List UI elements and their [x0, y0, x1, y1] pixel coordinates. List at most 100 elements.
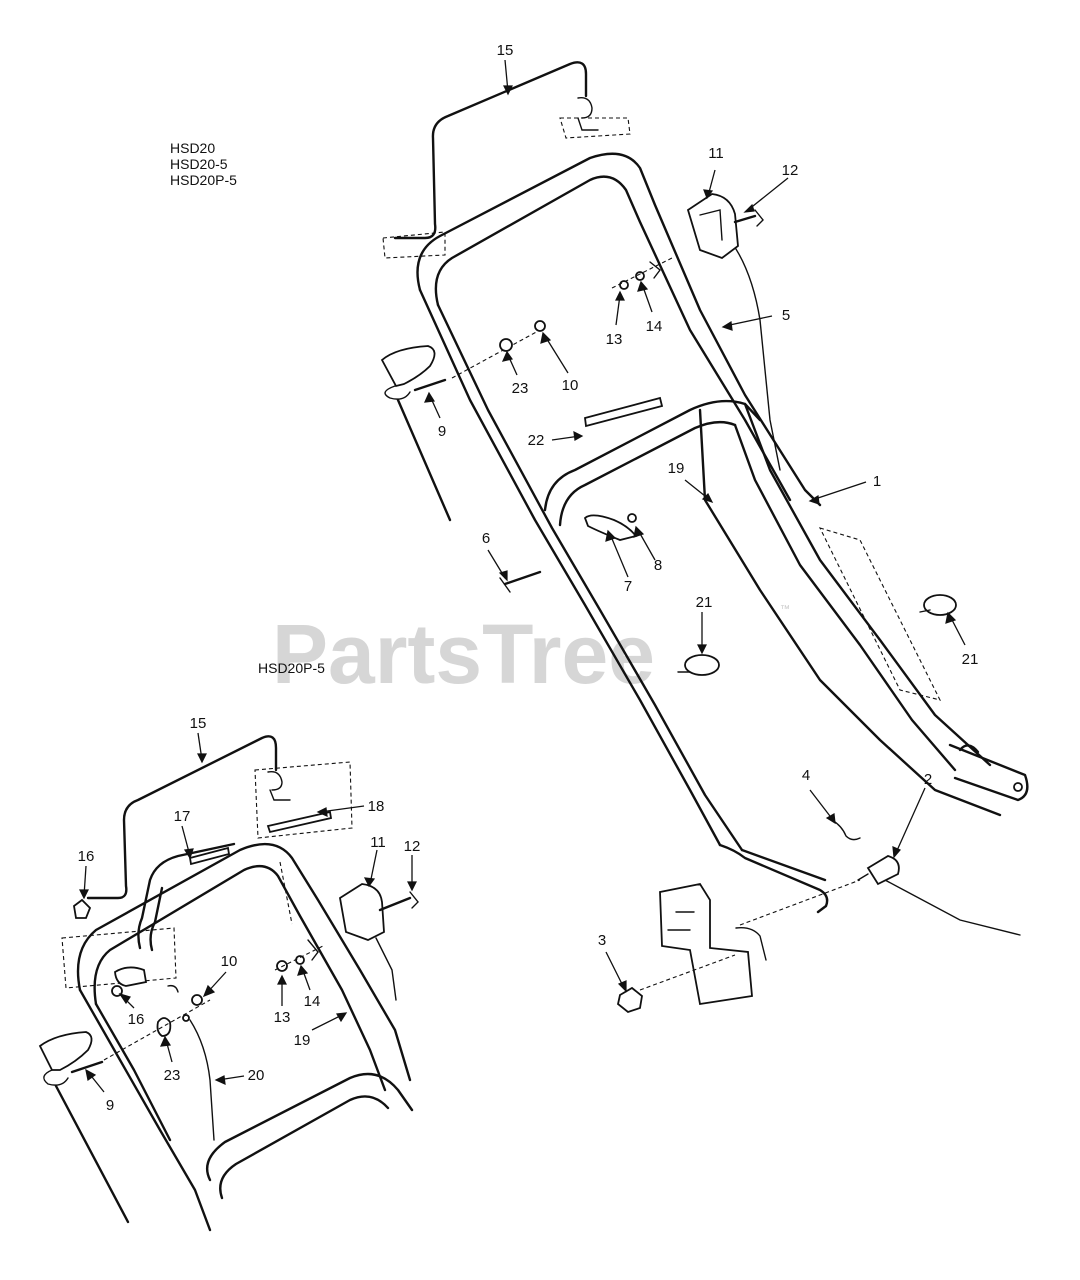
- bail-rod-hook: [577, 97, 599, 131]
- diagram-solid: [407, 881, 417, 892]
- diagram-part: [413, 378, 447, 392]
- inset-assembly: 15 18 17 16 11 12 10 16 14 13 19 23 20 9: [38, 715, 421, 1232]
- diagram-solid: [721, 320, 733, 331]
- callouts-inset: 15 18 17 16 11 12 10 16 14 13 19 23 20 9: [78, 715, 421, 1114]
- inset-panel: [61, 927, 177, 989]
- callout-19: 19: [294, 1032, 311, 1049]
- diagram-leader: [544, 335, 569, 374]
- cable-end: [866, 855, 900, 886]
- diagram-solid: [316, 807, 328, 817]
- model-label: HSD20-5: [170, 156, 228, 172]
- diagram-solid: [160, 1035, 172, 1047]
- diagram-white: [499, 338, 513, 352]
- callout-10: 10: [221, 953, 238, 970]
- diagram-solid: [424, 391, 436, 403]
- diagram-dash: [103, 999, 211, 1061]
- diagram-dash: [254, 761, 353, 839]
- diagram-leader: [319, 805, 365, 813]
- upper-handle-inner: [434, 175, 792, 502]
- panel-outline: [818, 527, 942, 701]
- diagram-thin: [267, 771, 291, 801]
- diagram-solid: [277, 974, 287, 985]
- diagram-white: [182, 1014, 190, 1022]
- diagram-leader: [605, 951, 625, 989]
- diagram-white: [619, 280, 629, 290]
- diagram-solid: [743, 203, 755, 213]
- diagram-solid: [79, 889, 89, 900]
- diagram-solid: [297, 964, 309, 976]
- diagram-dash: [559, 117, 631, 139]
- callout-13: 13: [606, 331, 623, 348]
- diagram-part: [436, 303, 744, 852]
- diagram-solid: [808, 494, 820, 505]
- diagram-solid: [892, 846, 901, 859]
- watermark-text: PartsTree: [272, 607, 655, 701]
- diagram-leader: [894, 787, 926, 856]
- handle-bracket: [948, 743, 1029, 802]
- diagram-solid: [118, 992, 131, 1005]
- handle-left-tube: [418, 288, 722, 847]
- inset-cap: [73, 898, 92, 919]
- inset-cable-20: [189, 1019, 215, 1141]
- lower-handle: [543, 399, 762, 512]
- callout-5: 5: [782, 307, 790, 324]
- inset-bar-18: [266, 810, 333, 834]
- diagram-thin: [307, 939, 319, 961]
- diagram-solid: [501, 350, 514, 362]
- diagram-leader: [724, 315, 773, 327]
- cable-tie: [684, 654, 720, 676]
- callout-14: 14: [646, 318, 663, 335]
- inset-bar-17: [188, 846, 231, 866]
- leaders-inset: [79, 732, 417, 1093]
- knob: [380, 345, 436, 388]
- clip: [831, 819, 861, 841]
- diagram-dash: [274, 944, 326, 971]
- inset-bail-rod: [86, 735, 278, 900]
- inset-control-box: [339, 883, 385, 941]
- callout-13: 13: [274, 1009, 291, 1026]
- callout-6: 6: [482, 530, 490, 547]
- callout-12: 12: [404, 838, 421, 855]
- callout-2: 2: [924, 771, 932, 788]
- diagram-solid: [214, 1075, 226, 1085]
- diagram-dash: [639, 954, 736, 991]
- model-label-inset: HSD20P-5: [258, 660, 325, 676]
- diagram-solid: [697, 644, 707, 655]
- decal: [584, 396, 664, 428]
- inset-knob: [38, 1031, 93, 1071]
- diagram-solid: [945, 611, 957, 624]
- cable-tie: [923, 594, 957, 616]
- bail-rod: [393, 61, 588, 240]
- diagram-part: [698, 408, 1002, 817]
- diagram-part: [93, 864, 387, 1092]
- diagram-leader: [809, 789, 834, 821]
- diagram-solid: [503, 85, 513, 96]
- callout-23: 23: [512, 380, 529, 397]
- callout-15: 15: [497, 42, 514, 59]
- callout-15: 15: [190, 715, 207, 732]
- diagram-thin: [167, 984, 179, 993]
- diagram-thin: [857, 873, 869, 881]
- control-box: [686, 193, 739, 260]
- watermark: PartsTree ™: [272, 604, 790, 701]
- callout-14: 14: [304, 993, 321, 1010]
- diagram-thin: [735, 926, 767, 961]
- diagram-part: [958, 744, 980, 754]
- upper-handle-outer: [416, 152, 822, 507]
- callout-4: 4: [802, 767, 810, 784]
- inset-cable: [375, 937, 397, 1001]
- callout-17: 17: [174, 808, 191, 825]
- bail-rod-dash: [382, 231, 446, 259]
- callout-20: 20: [248, 1067, 265, 1084]
- diagram-white: [627, 513, 637, 523]
- diagram-thin: [884, 879, 1021, 936]
- diagram-solid: [825, 813, 836, 825]
- diagram-white: [534, 320, 546, 332]
- callout-11: 11: [370, 834, 386, 851]
- diagram-dash: [279, 861, 293, 925]
- screw: [733, 214, 757, 224]
- callout-19: 19: [668, 460, 685, 477]
- diagram-thin: [699, 209, 723, 241]
- diagram-part: [740, 848, 827, 882]
